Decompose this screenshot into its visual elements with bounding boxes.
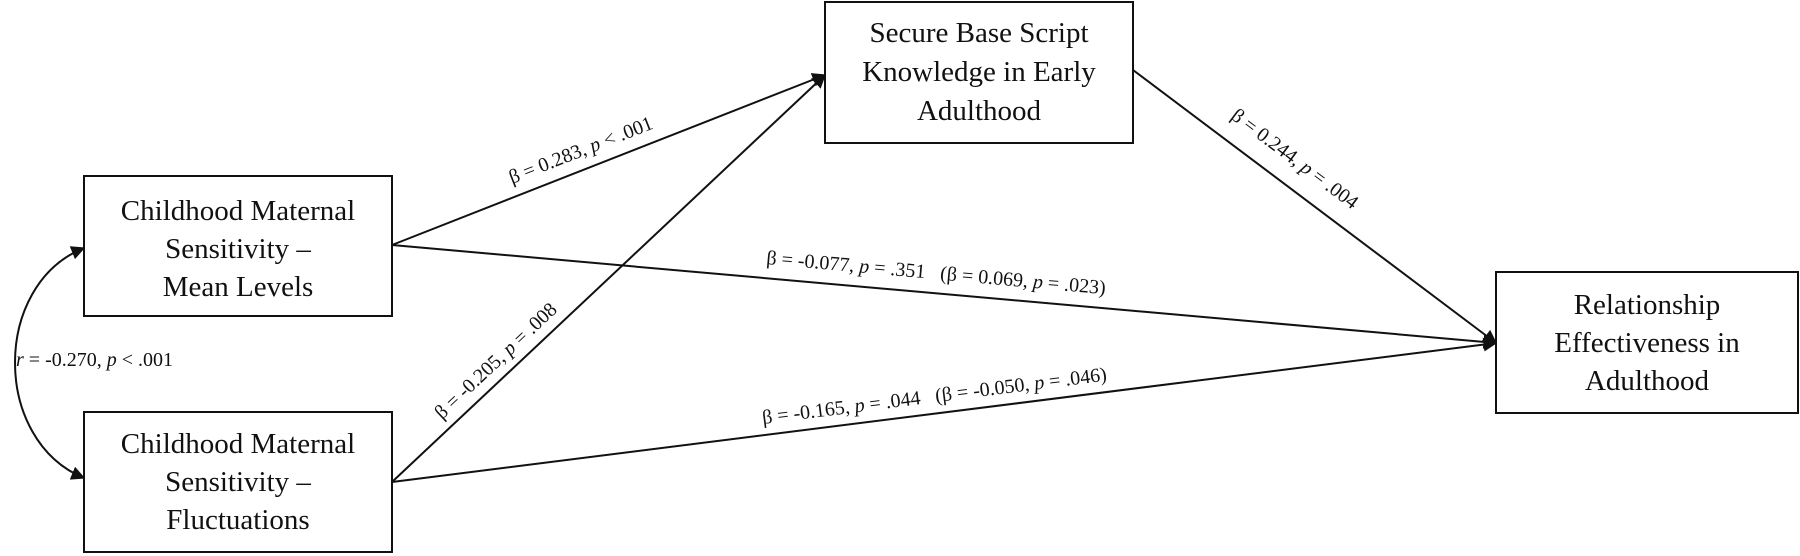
node-fluctuations-box — [83, 411, 393, 553]
node-mean-levels: Childhood Maternal Sensitivity – Mean Le… — [83, 175, 393, 317]
node-secure-base-script: Secure Base Script Knowledge in Early Ad… — [824, 1, 1134, 144]
node-mean-levels-line-2: Sensitivity – — [165, 233, 311, 265]
node-secure-base-script-line-2: Knowledge in Early — [862, 56, 1096, 88]
correlation-arrow — [14, 246, 86, 480]
path-sbs-to-rel-label: β = 0.244, p = .004 — [1227, 104, 1362, 213]
node-relationship-effectiveness-line-2: Effectiveness in — [1554, 327, 1740, 359]
path-mean-to-rel-arrow — [391, 244, 1498, 349]
node-fluctuations-line-2: Sensitivity – — [165, 466, 311, 498]
node-secure-base-script-box — [824, 1, 1134, 144]
path-mean-to-rel-label: β = -0.077, p = .351 (β = 0.069, p = .02… — [766, 247, 1107, 299]
correlation-label: r = -0.270, p < .001 — [16, 349, 173, 371]
node-relationship-effectiveness-box — [1495, 271, 1799, 414]
node-fluctuations: Childhood Maternal Sensitivity – Fluctua… — [83, 411, 393, 553]
path-fluct-to-rel-arrow — [391, 337, 1498, 483]
node-mean-levels-line-3: Mean Levels — [163, 271, 314, 303]
path-mean-to-sbs-arrow — [391, 73, 827, 246]
node-fluctuations-line-3: Fluctuations — [166, 504, 309, 536]
path-fluct-to-sbs-arrow — [391, 74, 827, 483]
node-mean-levels-line-1: Childhood Maternal — [121, 195, 355, 227]
path-fluct-to-sbs-label: β = -0.205, p = .008 — [430, 298, 561, 423]
node-secure-base-script-line-3: Adulthood — [917, 95, 1042, 127]
node-relationship-effectiveness-line-1: Relationship — [1574, 289, 1721, 321]
path-sbs-to-rel-arrow — [1132, 69, 1498, 344]
node-relationship-effectiveness: Relationship Effectiveness in Adulthood — [1495, 271, 1799, 414]
node-relationship-effectiveness-line-3: Adulthood — [1585, 365, 1710, 397]
node-secure-base-script-line-1: Secure Base Script — [869, 17, 1088, 49]
node-mean-levels-box — [83, 175, 393, 317]
node-fluctuations-line-1: Childhood Maternal — [121, 428, 355, 460]
path-fluct-to-rel-label: β = -0.165, p = .044 (β = -0.050, p = .0… — [761, 364, 1108, 429]
